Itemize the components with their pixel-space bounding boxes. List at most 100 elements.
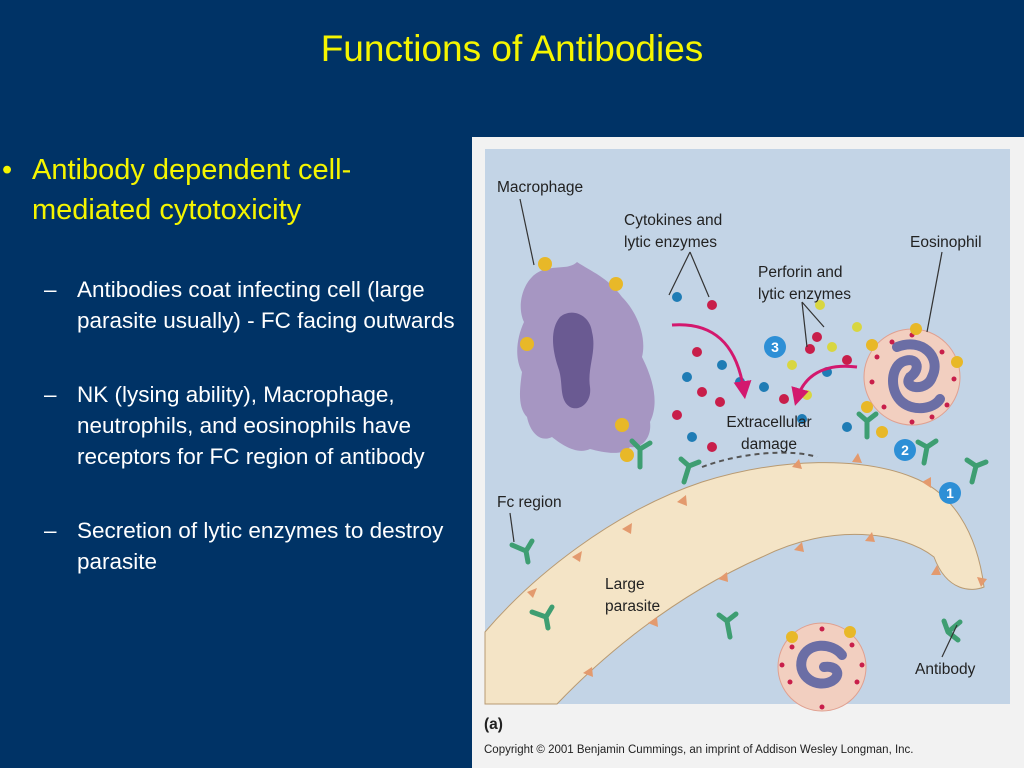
step-badge [764,336,786,358]
label-panel: (a) [484,716,503,733]
surface-spike [865,532,875,542]
surface-spike [977,577,987,587]
step-number: 2 [901,442,909,458]
dash-marker: – [44,518,57,543]
granule [852,322,862,332]
fc-receptor [844,626,856,638]
pointer-line [519,198,535,266]
label-perforin-line2: lytic enzymes [758,286,851,303]
surface-spike [852,453,862,463]
released-granules [672,292,862,452]
granule [682,372,692,382]
fc-receptor [620,448,634,462]
adcc-diagram: 3 2 1 Macrophage Cytokines and lytic enz… [484,149,1010,756]
granule [815,300,825,310]
surface-spike [922,477,931,488]
sub-bullet-text: NK (lysing ability), Macrophage, neutrop… [77,382,425,469]
surface-spike [677,495,687,506]
granule [812,332,822,342]
antibodies [509,411,989,643]
surface-spike [583,667,593,677]
label-parasite-line1: Large [605,576,645,593]
granule [715,397,725,407]
label-cytokines-line2: lytic enzymes [624,234,717,251]
label-cytokines-line1: Cytokines and [624,212,722,229]
granule [759,382,769,392]
step-number: 3 [771,339,779,355]
label-damage-line2: damage [741,436,797,453]
antibody-y [856,411,879,440]
pointer-line [941,624,958,658]
granule [842,422,852,432]
pointer-line [668,251,710,298]
fc-receptor [538,257,552,271]
granule [707,442,717,452]
macrophage-nucleus [553,312,594,409]
fc-receptor [866,339,878,351]
fc-receptor [609,277,623,291]
sub-bullet-text: Antibodies coat infecting cell (large pa… [77,277,455,333]
antibody-y [915,438,939,466]
fc-receptor [615,418,629,432]
surface-spike [527,588,537,598]
granule [687,432,697,442]
label-parasite-line2: parasite [605,598,660,615]
pointer-line [801,301,825,348]
label-eosinophil: Eosinophil [910,234,982,251]
sub-bullet: – Secretion of lytic enzymes to destroy … [44,515,464,577]
surface-spike [718,572,728,582]
step-number: 1 [946,485,954,501]
pointer-line [509,512,515,543]
step-badge [894,439,916,461]
granule [692,347,702,357]
antibody-y [629,438,653,470]
sub-bullet: – Antibodies coat infecting cell (large … [44,274,464,336]
granule [827,342,837,352]
granule [717,360,727,370]
fc-receptor [910,323,922,335]
fc-receptor [786,631,798,643]
label-perforin-line1: Perforin and [758,264,842,281]
label-macrophage: Macrophage [497,179,583,196]
eosinophil-granules [779,332,957,710]
label-antibody: Antibody [915,661,976,678]
fc-receptor [861,401,873,413]
antibody-y [529,604,555,631]
main-bullet: • Antibody dependent cell-mediated cytot… [0,150,440,230]
granule [672,410,682,420]
fc-receptor [876,426,888,438]
dash-marker: – [44,382,57,407]
granule [787,360,797,370]
surface-spike [794,542,804,552]
pointer-line [926,251,943,333]
granule [707,300,717,310]
label-damage-line1: Extracellular [726,414,811,431]
step-badges: 3 2 1 [764,336,961,504]
fc-receptor [520,337,534,351]
granule [802,390,812,400]
adcc-figure: 3 2 1 Macrophage Cytokines and lytic enz… [472,137,1024,768]
granule [797,414,807,424]
antibody-y [509,538,535,565]
extracellular-damage-zone [701,451,818,468]
surface-spike [648,617,658,627]
eosinophil-nucleus [888,339,945,414]
eosinophil-nucleus [796,640,847,689]
sub-bullet-text: Secretion of lytic enzymes to destroy pa… [77,518,444,574]
parasite-surface-spikes [527,453,987,677]
sub-bullet: – NK (lysing ability), Macrophage, neutr… [44,379,464,472]
sub-bullet-list: – Antibodies coat infecting cell (large … [44,274,464,620]
copyright-notice: Copyright © 2001 Benjamin Cummings, an i… [484,744,914,756]
surface-spike [622,523,632,534]
surface-spike [572,551,582,562]
surface-spike [931,565,941,575]
antibody-y [678,456,702,485]
granule [779,394,789,404]
granule [842,355,852,365]
granule [672,292,682,302]
arrow-perforin [791,364,858,406]
granule [697,387,707,397]
pointer-lines [509,198,958,658]
main-bullet-text: Antibody dependent cell-mediated cytotox… [32,154,352,226]
antibody-y [941,618,963,643]
